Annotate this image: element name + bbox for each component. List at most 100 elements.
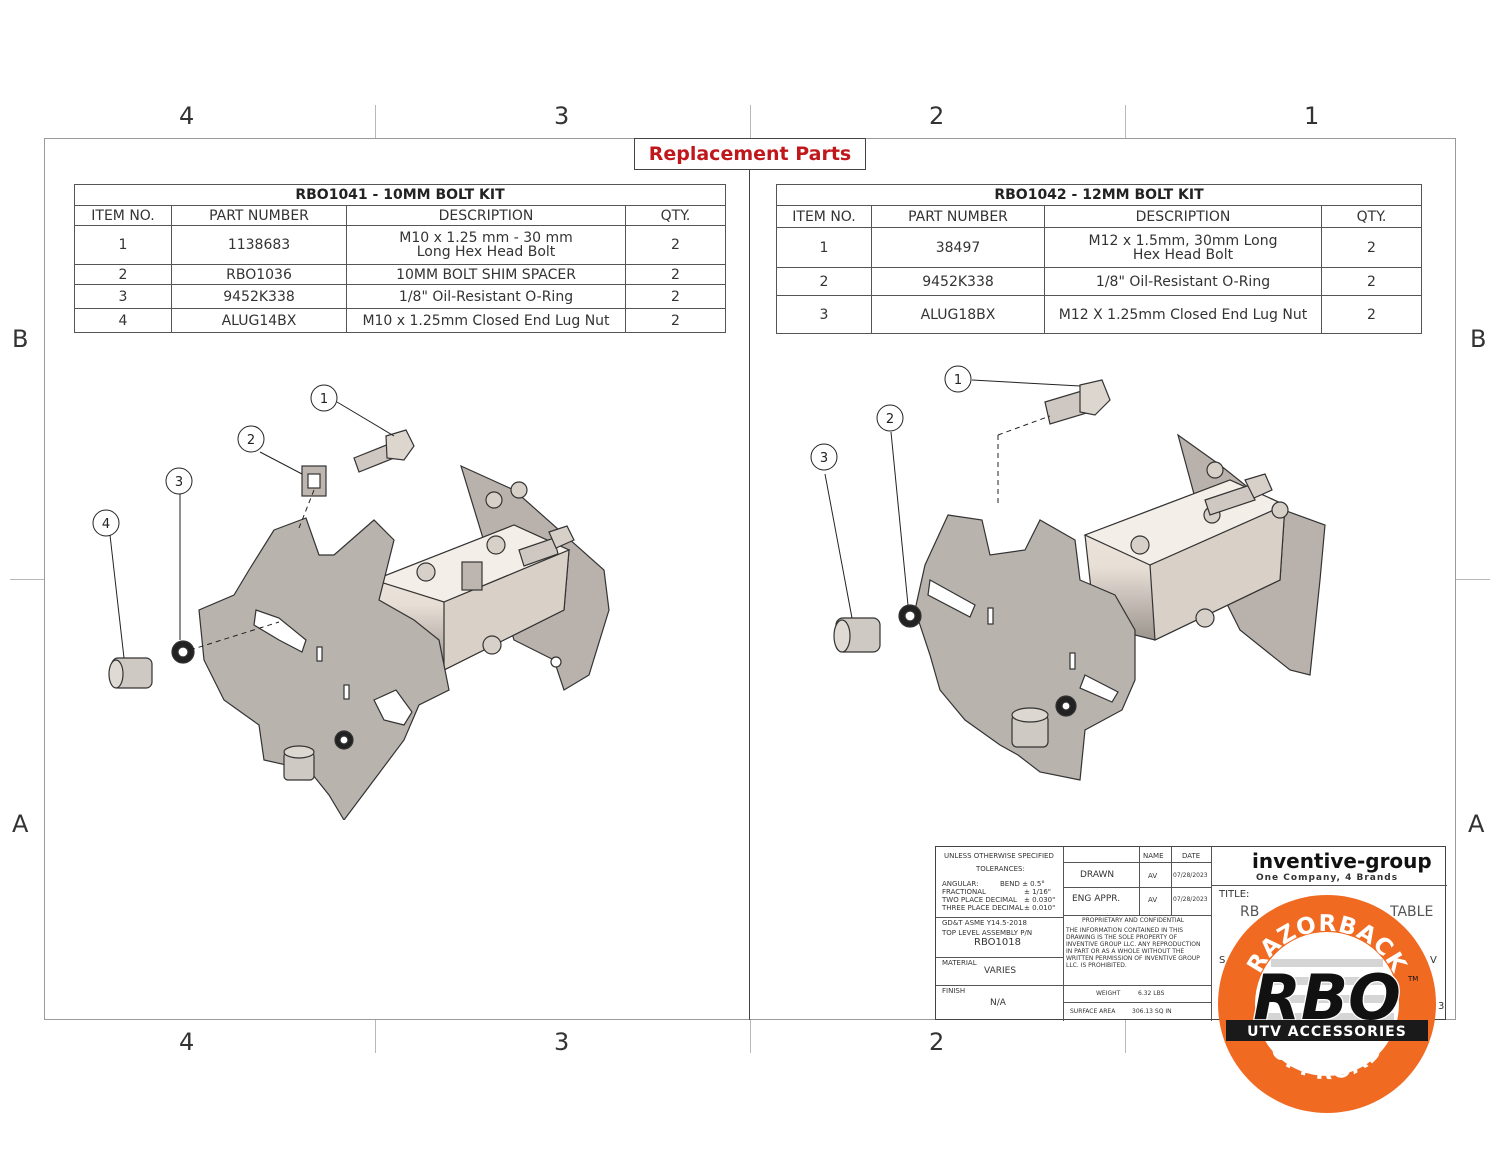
nut: [482, 635, 502, 655]
cell-part: ALUG18BX: [871, 295, 1045, 334]
cell-item: 3: [776, 295, 872, 334]
cell-part: ALUG14BX: [171, 308, 347, 333]
balloon-group: [92, 384, 338, 537]
tb-proprietary: PROPRIETARY AND CONFIDENTIAL: [1082, 917, 1185, 924]
cell-desc: 1/8" Oil-Resistant O-Ring: [346, 284, 626, 309]
zone-top-3: 3: [554, 102, 570, 130]
bolt-mounted: [1204, 484, 1256, 516]
zone-left-a: A: [12, 810, 29, 838]
star-plate: [914, 514, 1136, 781]
tb-fractional: FRACTIONAL: [942, 888, 986, 896]
col-header: ITEM NO.: [776, 205, 872, 228]
balloon: [810, 443, 838, 471]
logo-band-text: UTV ACCESSORIES: [1247, 1024, 1407, 1040]
cell-item: 4: [74, 308, 172, 333]
assembly-drawing-right: 1 2 3: [810, 365, 1326, 781]
rbo-logo: RAZORBACK RBO TM UTV ACCESSORIES OFFROAD: [1218, 895, 1436, 1113]
zone-tick: [10, 579, 44, 580]
tb-tolerances: TOLERANCES:: [976, 865, 1025, 873]
assembly-drawing-left: 1 2 3 4: [92, 384, 610, 820]
balloon: [165, 467, 193, 495]
sheet-divider: [749, 138, 750, 1020]
tb-three-place: THREE PLACE DECIMAL: [942, 904, 1024, 912]
cell-desc: M12 X 1.25mm Closed End Lug Nut: [1044, 295, 1322, 334]
balloon-label: 2: [247, 433, 255, 448]
cell-desc: M10 x 1.25mm Closed End Lug Nut: [346, 308, 626, 333]
cell-part: 38497: [871, 227, 1045, 268]
cell-item: 1: [776, 227, 872, 268]
balloon: [876, 404, 904, 432]
tb-unless: UNLESS OTHERWISE SPECIFIED: [944, 852, 1054, 860]
tb-name-header: NAME: [1143, 852, 1164, 860]
tb-size-frag: S: [1219, 955, 1226, 966]
col-header: QTY.: [1321, 205, 1422, 228]
cell-desc: 10MM BOLT SHIM SPACER: [346, 264, 626, 285]
table-row: 4 ALUG14BX M10 x 1.25mm Closed End Lug N…: [74, 308, 726, 333]
cell-qty: 2: [625, 225, 726, 265]
tb-material: MATERIAL: [942, 959, 977, 967]
zone-tick: [750, 1020, 751, 1053]
nut: [1206, 461, 1224, 479]
balloon: [944, 365, 972, 393]
leader-line: [109, 534, 125, 659]
tb-angular-val: BEND ± 0.5°: [1000, 880, 1045, 888]
zone-bottom-2: 2: [929, 1028, 945, 1056]
zone-tick: [750, 105, 751, 138]
zone-tick: [1125, 1020, 1126, 1053]
nut: [510, 481, 528, 499]
zone-right-b: B: [1470, 325, 1487, 353]
table-row: 2 9452K338 1/8" Oil-Resistant O-Ring 2: [776, 267, 1422, 296]
table-row: 2 RBO1036 10MM BOLT SHIM SPACER 2: [74, 264, 726, 285]
cell-part: 9452K338: [171, 284, 347, 309]
tb-two-place-val: ± 0.030": [1024, 896, 1056, 904]
zone-tick: [1456, 579, 1490, 580]
balloon-label: 4: [102, 517, 110, 532]
tb-three-place-val: ± 0.010": [1024, 904, 1056, 912]
col-header: DESCRIPTION: [346, 205, 626, 226]
col-header: PART NUMBER: [171, 205, 347, 226]
tb-title-frag: RB: [1240, 904, 1260, 920]
tb-drawn-name: AV: [1148, 872, 1158, 880]
bom-table-right: RBO1042 - 12MM BOLT KIT ITEM NO. PART NU…: [776, 184, 1422, 334]
bolt-mounted: [518, 537, 559, 567]
col-header: PART NUMBER: [871, 205, 1045, 228]
cell-item: 3: [74, 284, 172, 309]
table-row: 1 38497 M12 x 1.5mm, 30mm Long Hex Head …: [776, 227, 1422, 268]
cell-item: 2: [776, 267, 872, 296]
tb-weight-val: 6.32 LBS: [1138, 990, 1165, 997]
tb-angular: ANGULAR:: [942, 880, 979, 888]
flag-stripes: [1258, 959, 1396, 1021]
leader-line: [997, 415, 1051, 436]
cell-qty: 2: [625, 308, 726, 333]
col-header: QTY.: [625, 205, 726, 226]
page-title: Replacement Parts: [634, 138, 866, 170]
cell-item: 2: [74, 264, 172, 285]
tb-title-frag: TABLE: [1390, 904, 1434, 920]
zone-right-a: A: [1468, 810, 1485, 838]
col-header: ITEM NO.: [74, 205, 172, 226]
cell-part: 1138683: [171, 225, 347, 265]
balloon-group: [810, 365, 972, 471]
zone-tick: [375, 105, 376, 138]
zone-top-2: 2: [929, 102, 945, 130]
tb-rev-frag: V: [1430, 955, 1437, 966]
tb-drawn-date: 07/28/2023: [1173, 872, 1208, 879]
leader-line: [298, 489, 315, 529]
balloon-label: 1: [954, 373, 962, 388]
tb-fractional-val: ± 1/16": [1024, 888, 1052, 896]
table-row: 3 9452K338 1/8" Oil-Resistant O-Ring 2: [74, 284, 726, 309]
cell-part: RBO1036: [171, 264, 347, 285]
balloon-label: 2: [886, 412, 894, 427]
shim-spacer-mounted: [461, 561, 483, 591]
leader-line: [971, 379, 1081, 387]
balloon-label: 3: [820, 451, 828, 466]
logo-trademark: TM: [1407, 975, 1418, 983]
tb-drawn: DRAWN: [1080, 870, 1115, 880]
tb-finish: FINISH: [942, 987, 966, 995]
zone-top-4: 4: [179, 102, 195, 130]
zone-top-1: 1: [1304, 102, 1320, 130]
star-plate: [198, 517, 450, 820]
nut: [1195, 608, 1215, 628]
col-header: DESCRIPTION: [1044, 205, 1322, 228]
tb-weight: WEIGHT: [1096, 990, 1121, 997]
